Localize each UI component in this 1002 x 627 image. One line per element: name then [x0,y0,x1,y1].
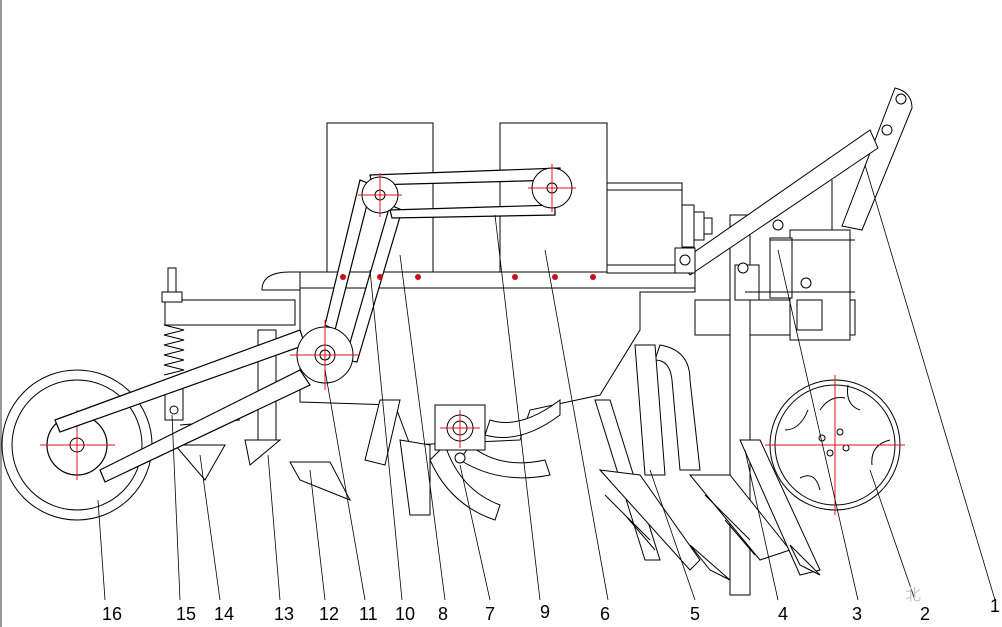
gauge-wheel-right [765,375,905,515]
furrow-openers [364,399,561,521]
label-9: 9 [540,602,550,622]
label-5: 5 [690,604,700,624]
label-8: 8 [438,604,448,624]
label-4: 4 [778,604,788,624]
frame-bolts [340,274,596,280]
label-14: 14 [214,604,234,624]
label-1: 1 [990,596,1000,616]
tines [594,344,821,581]
label-6: 6 [600,604,610,624]
sprockets [290,164,576,390]
drive-chains [54,167,561,483]
label-15: 15 [176,604,196,624]
part-labels: 16 15 14 13 12 11 10 8 7 9 6 5 4 3 2 1 北 [102,586,1000,624]
label-16: 16 [102,604,122,624]
label-11: 11 [359,604,378,624]
label-10: 10 [395,604,415,624]
label-2: 2 [920,604,930,624]
label-12: 12 [319,604,339,624]
frame-beam [694,214,856,596]
gearbox [606,182,713,274]
label-3: 3 [852,604,862,624]
label-13: 13 [274,604,294,624]
watermark: 北 [905,586,921,604]
leader-lines [97,164,996,601]
hitch-arm [674,87,913,289]
label-7: 7 [485,604,495,624]
